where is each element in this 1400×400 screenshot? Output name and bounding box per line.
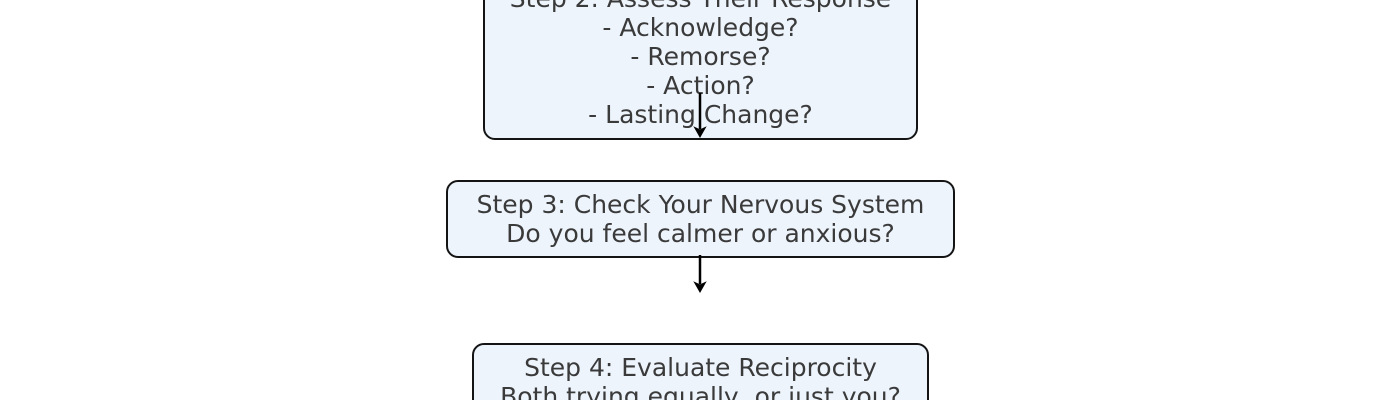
node-line: - Action? [646, 71, 755, 100]
flow-node-step-2: Step 2: Assess Their Response - Acknowle… [483, 0, 918, 140]
flow-node-step-4-text: Step 4: Evaluate Reciprocity Both trying… [474, 353, 927, 400]
node-title: Step 2: Assess Their Response [485, 0, 916, 13]
flow-node-step-3: Step 3: Check Your Nervous System Do you… [446, 180, 955, 258]
node-line: - Acknowledge? [602, 13, 799, 42]
node-line: Both trying equally, or just you? [500, 382, 901, 400]
flow-node-step-4: Step 4: Evaluate Reciprocity Both trying… [472, 343, 929, 400]
node-title: Step 4: Evaluate Reciprocity [524, 353, 877, 382]
flow-node-step-2-text: Step 2: Assess Their Response - Acknowle… [485, 0, 916, 129]
node-line: Do you feel calmer or anxious? [506, 219, 895, 248]
node-title: Step 3: Check Your Nervous System [476, 190, 925, 219]
arrow-step-3-to-step-4-icon [693, 255, 707, 293]
node-line: - Lasting Change? [588, 100, 813, 129]
node-line: - Remorse? [630, 42, 771, 71]
flow-node-step-3-text: Step 3: Check Your Nervous System Do you… [448, 190, 953, 248]
